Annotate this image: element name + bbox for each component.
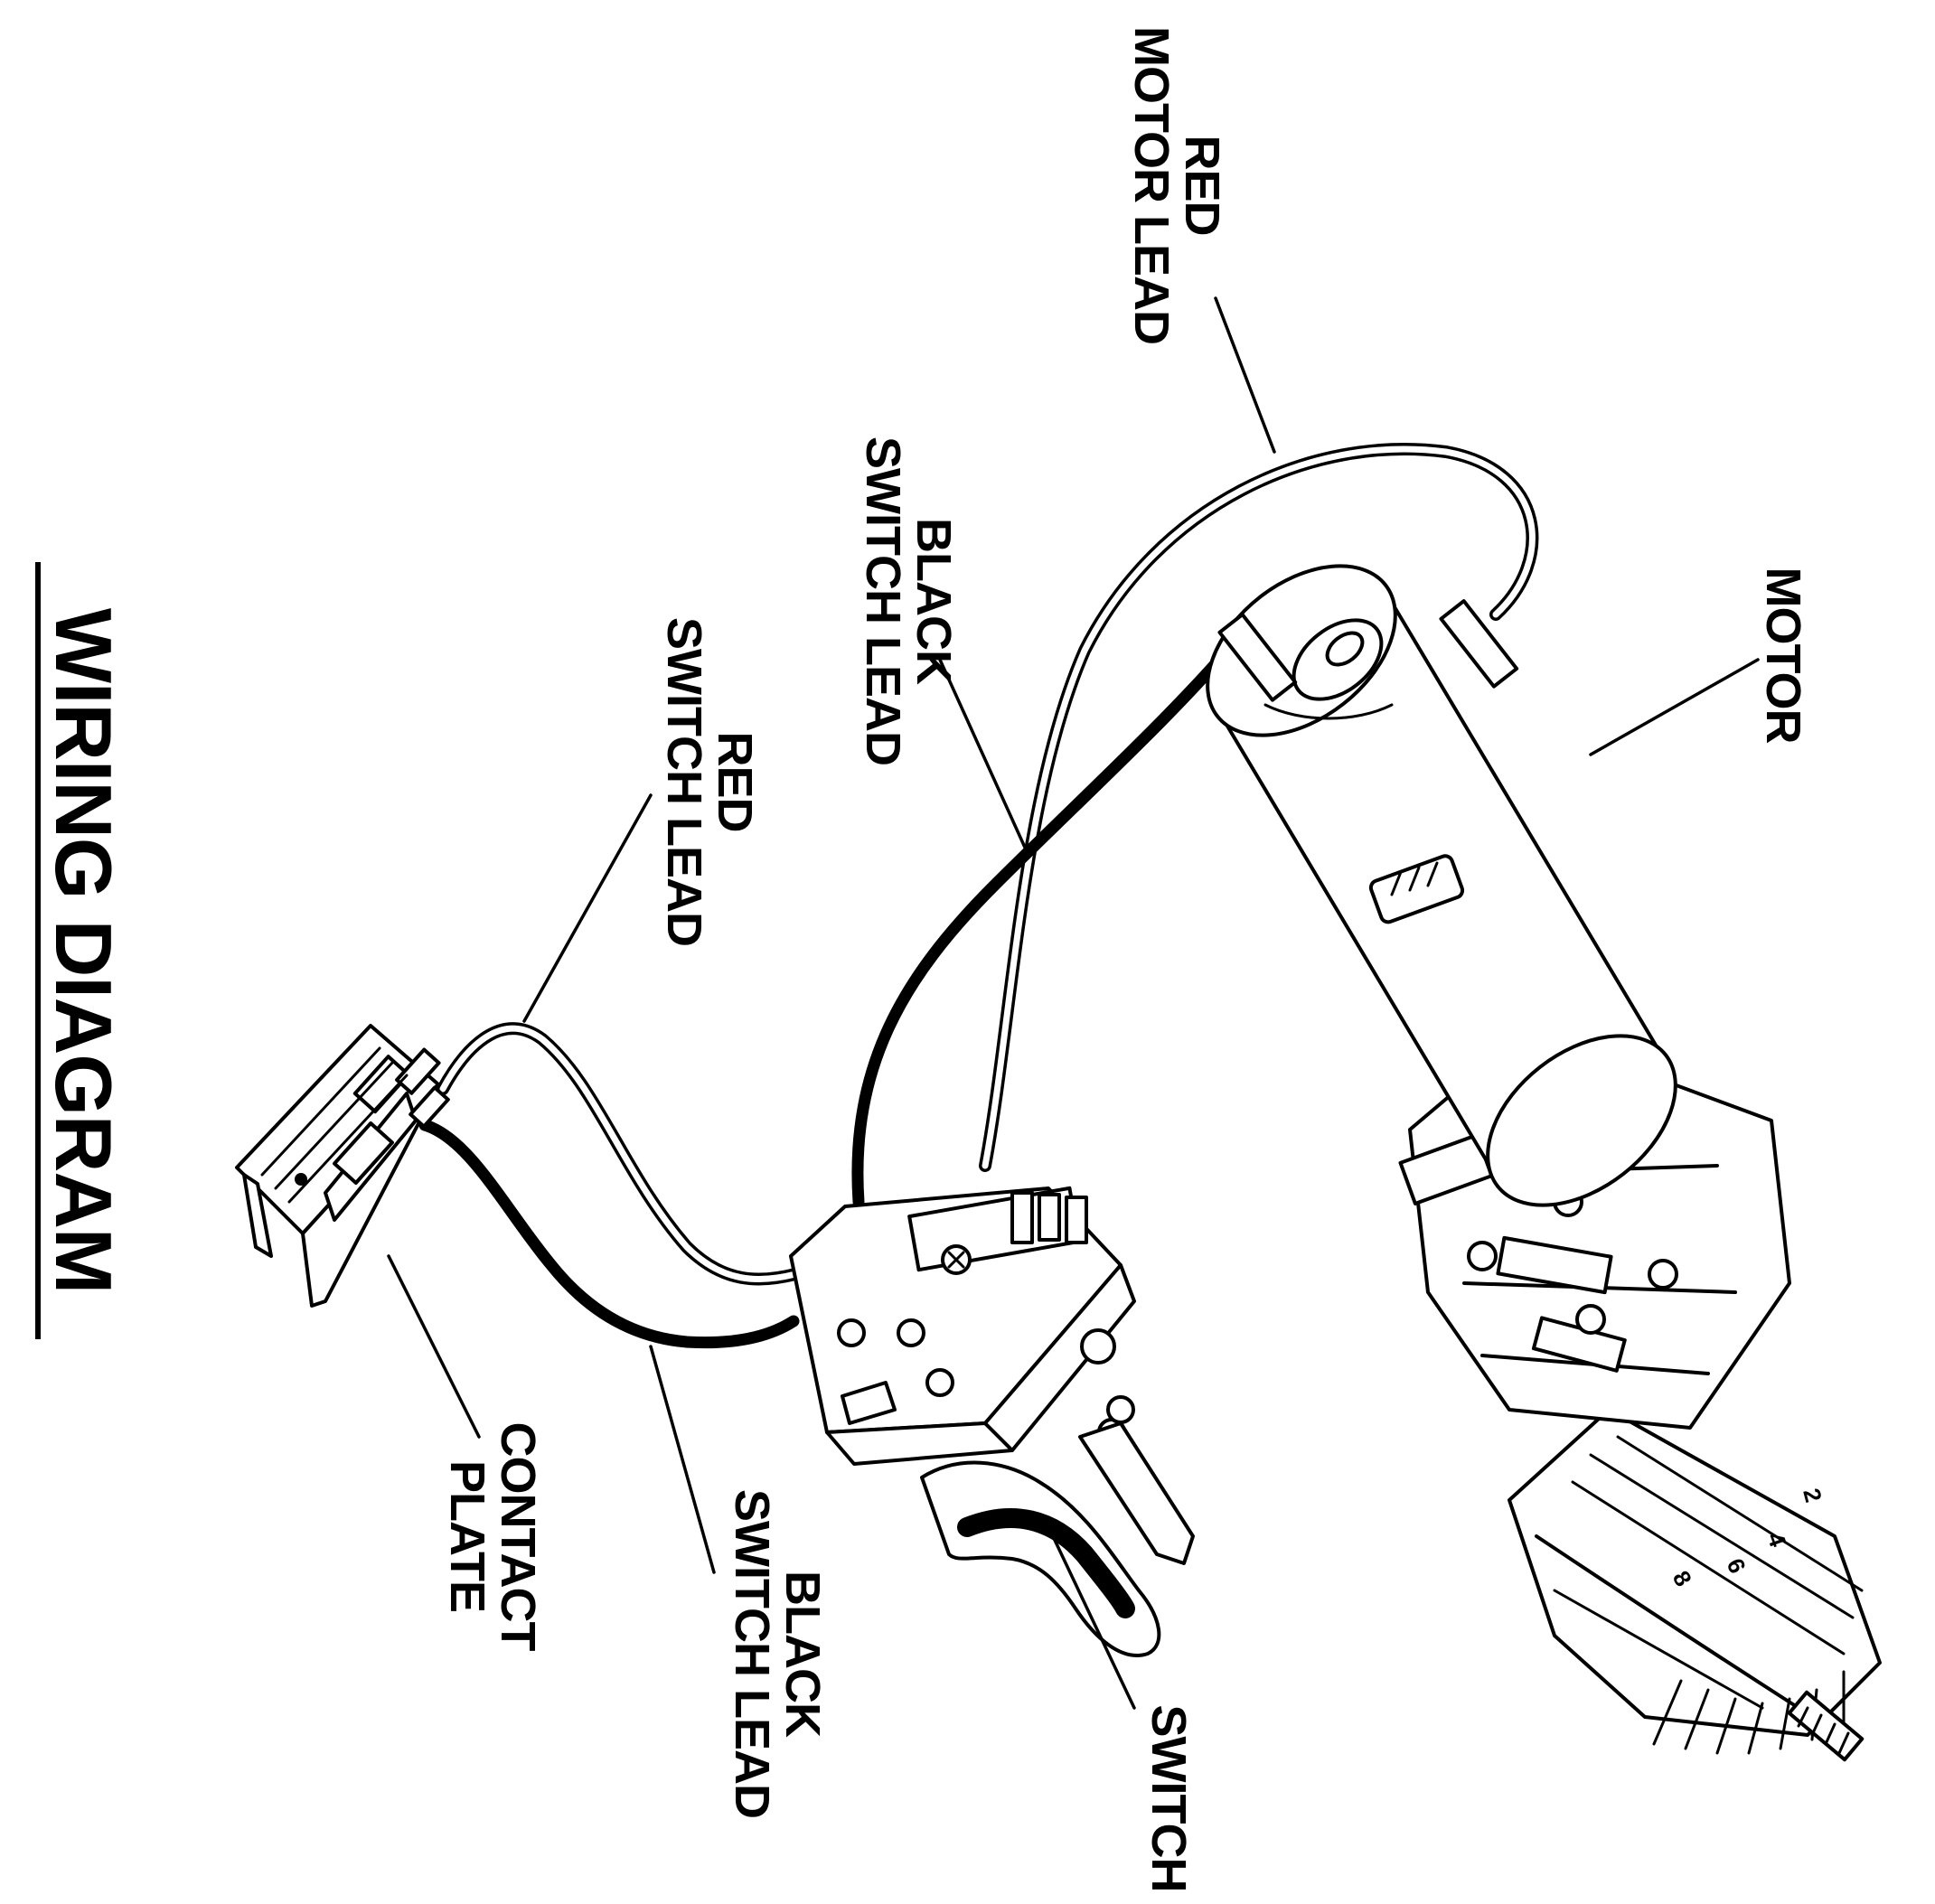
- label-red-switch-lead-line1: RED: [708, 731, 762, 831]
- leader-black-switch-lead-bottom: [649, 1345, 716, 1574]
- contact-plate: [235, 1024, 450, 1308]
- chuck-number-2: 2: [1798, 1486, 1827, 1505]
- red-switch-lead-wire: [437, 1022, 802, 1286]
- chuck: 2 4 6 8: [1508, 1408, 1882, 1762]
- leader-motor: [1589, 658, 1760, 756]
- label-black-switch-lead-bottom-line1: BLACK: [775, 1571, 830, 1738]
- label-contact-plate-line1: CONTACT: [491, 1422, 545, 1652]
- motor: [1206, 564, 1677, 1207]
- label-red-motor-lead: RED MOTOR LEAD: [1124, 26, 1229, 344]
- label-black-switch-lead-bottom-line2: SWITCH LEAD: [725, 1489, 779, 1818]
- label-black-switch-lead-top-line1: BLACK: [906, 518, 961, 685]
- label-contact-plate-line2: PLATE: [440, 1460, 494, 1612]
- leader-red-motor-lead: [1214, 296, 1276, 454]
- leader-switch: [1051, 1534, 1136, 1710]
- diagram-title: WIRING DIAGRAM: [35, 562, 128, 1339]
- motor-assembly: 2 4 6 8: [1206, 564, 1882, 1762]
- label-red-switch-lead-line2: SWITCH LEAD: [657, 617, 711, 946]
- label-switch-line1: SWITCH: [1141, 1705, 1196, 1892]
- label-contact-plate: CONTACT PLATE: [440, 1422, 545, 1652]
- label-red-motor-lead-line1: RED: [1175, 135, 1229, 235]
- label-red-switch-lead: RED SWITCH LEAD: [657, 617, 762, 946]
- label-black-switch-lead-bottom: BLACK SWITCH LEAD: [725, 1489, 830, 1818]
- title-text: WIRING DIAGRAM: [39, 608, 128, 1293]
- label-black-switch-lead-top-line2: SWITCH LEAD: [856, 436, 910, 765]
- switch-assembly: [789, 1186, 1195, 1657]
- leader-red-switch-lead: [522, 793, 653, 1023]
- label-black-switch-lead-top: BLACK SWITCH LEAD: [856, 436, 961, 765]
- red-motor-lead-wire: [979, 443, 1539, 1172]
- leader-contact-plate: [387, 1254, 481, 1439]
- leader-black-switch-lead-top: [938, 658, 1028, 851]
- leader-lines: [387, 296, 1760, 1710]
- black-switch-lead-top-wire: [851, 626, 1249, 1208]
- label-red-motor-lead-line2: MOTOR LEAD: [1124, 26, 1179, 344]
- label-motor-line1: MOTOR: [1756, 567, 1810, 744]
- label-switch: SWITCH: [1141, 1705, 1196, 1892]
- label-motor: MOTOR: [1756, 567, 1810, 744]
- black-switch-lead-bottom-wire: [418, 1119, 800, 1349]
